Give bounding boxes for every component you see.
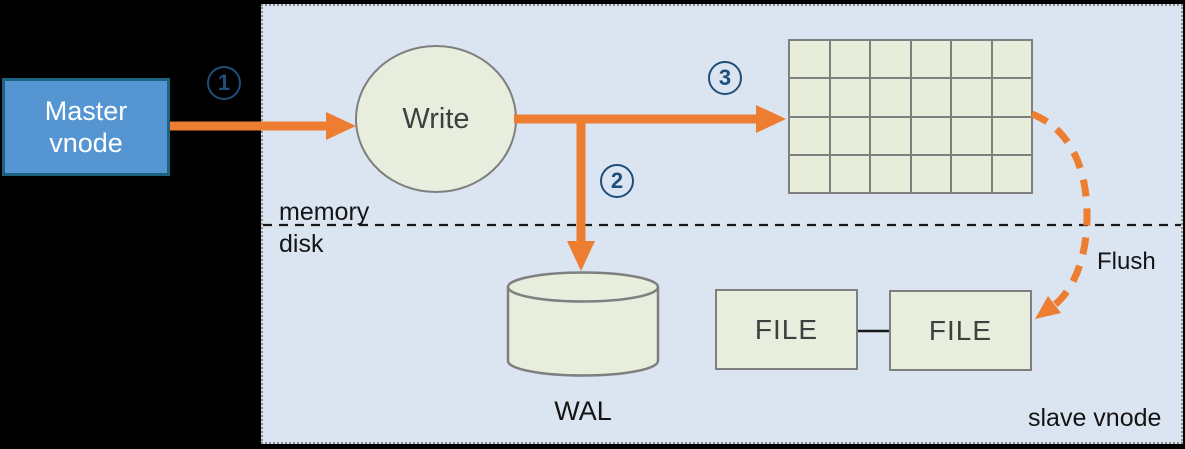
memtable-cell (952, 155, 991, 192)
file-box-1: FILE (715, 289, 858, 370)
memtable-cell (830, 117, 869, 154)
memtable-grid (788, 39, 1033, 194)
memtable-cell (790, 155, 829, 192)
memtable-cell (911, 41, 950, 78)
write-node: Write (355, 45, 517, 193)
memtable-cell (952, 117, 991, 154)
wal-label: WAL (554, 396, 612, 426)
memory-label: memory (279, 198, 370, 226)
memtable-cell (871, 117, 910, 154)
master-vnode-box: Master vnode (2, 78, 170, 176)
memtable-cell (830, 79, 869, 116)
step-1-badge: 1 (207, 66, 241, 100)
memtable-cell (992, 117, 1031, 154)
file-box-1-label: FILE (754, 313, 819, 345)
memtable-cell (992, 155, 1031, 192)
memtable-cell (871, 79, 910, 116)
file-box-2: FILE (889, 290, 1032, 371)
write-node-label: Write (402, 102, 470, 135)
memtable-cell (992, 79, 1031, 116)
master-vnode-label-line2: vnode (49, 128, 123, 158)
step-1-number: 1 (217, 70, 231, 95)
step-2-number: 2 (610, 168, 624, 193)
memtable-cell (911, 79, 950, 116)
memtable-cell (952, 41, 991, 78)
step-2-badge: 2 (600, 164, 634, 198)
memtable-cell (911, 155, 950, 192)
memtable-cell (871, 41, 910, 78)
master-vnode-label-line1: Master (44, 96, 128, 126)
memtable-cell (790, 79, 829, 116)
memtable-cell (992, 41, 1031, 78)
memtable-cell (911, 117, 950, 154)
memtable-cell (790, 117, 829, 154)
disk-label: disk (279, 230, 324, 258)
flush-label: Flush (1097, 248, 1156, 275)
slave-vnode-label: slave vnode (1028, 404, 1162, 432)
step-3-badge: 3 (708, 61, 742, 95)
memtable-cell (871, 155, 910, 192)
memtable-cell (952, 79, 991, 116)
memtable-cell (790, 41, 829, 78)
memtable-cell (830, 41, 869, 78)
file-box-2-label: FILE (928, 314, 993, 346)
step-3-number: 3 (718, 65, 732, 90)
memtable-cell (830, 155, 869, 192)
